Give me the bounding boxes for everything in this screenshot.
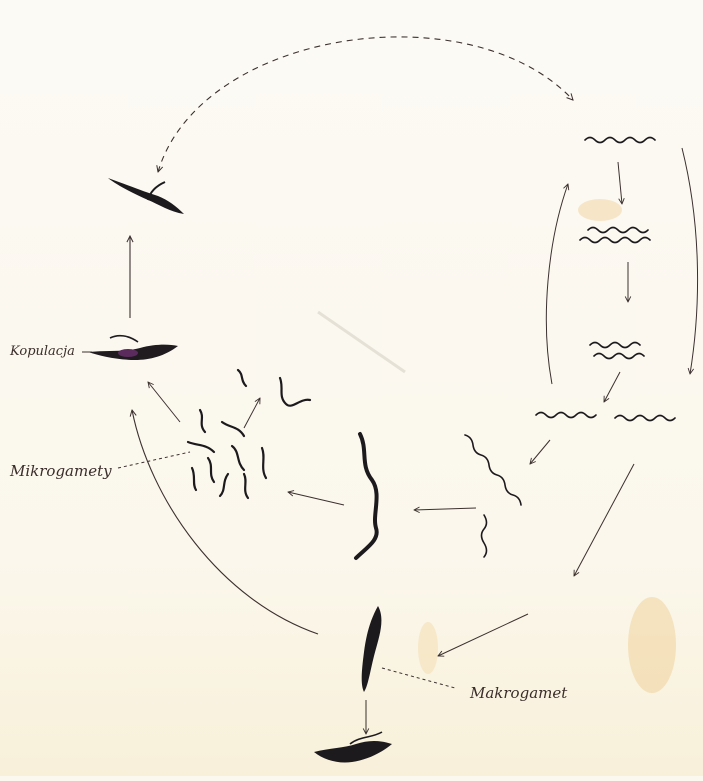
label-kopulacja: Kopulacja <box>10 344 75 359</box>
paper-stain <box>628 597 676 693</box>
paper-stain <box>578 199 622 221</box>
label-mikrogamety: Mikrogamety <box>10 462 112 480</box>
label-makrogamet: Makrogamet <box>470 684 567 702</box>
paper-stain <box>418 622 438 674</box>
copulation-nucleus <box>118 349 138 357</box>
